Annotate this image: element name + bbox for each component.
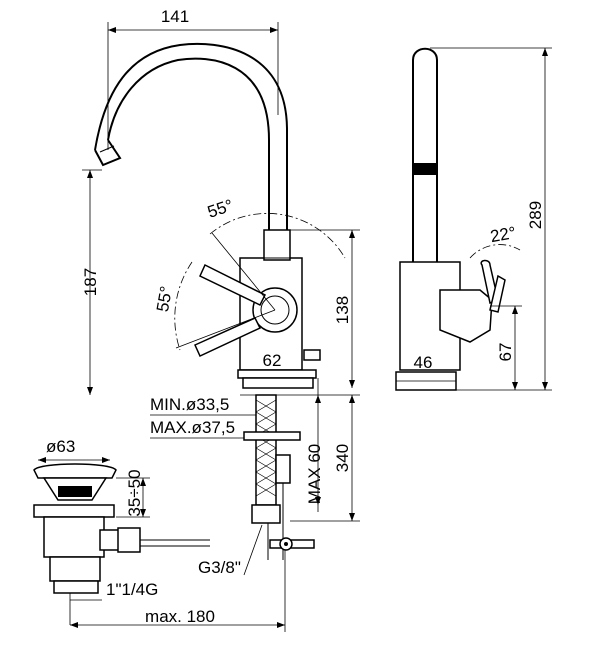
dim-187: 187: [81, 268, 100, 296]
drain-view: ø63 35÷50 1"1/4G ma: [33, 437, 286, 632]
dim-angle-left: 55°: [153, 285, 176, 314]
dim-67: 67: [496, 343, 515, 362]
dim-340: 340: [333, 444, 352, 472]
dim-g38: G3/8": [198, 558, 241, 577]
dim-62: 62: [263, 351, 282, 370]
dim-drain-range: 35÷50: [125, 469, 144, 516]
dim-max-hole: MAX.ø37,5: [150, 418, 235, 437]
dim-drain-thread: 1"1/4G: [106, 580, 158, 599]
dim-max-180: max. 180: [145, 607, 215, 626]
dim-46: 46: [414, 353, 433, 372]
dim-max-60: MAX 60: [305, 444, 324, 504]
dim-min-hole: MIN.ø33,5: [150, 395, 229, 414]
dim-289: 289: [526, 201, 545, 229]
side-view: 289 22° 67 46: [395, 47, 552, 391]
dim-22: 22°: [489, 223, 518, 246]
dim-138: 138: [333, 296, 352, 324]
dim-drain-diameter: ø63: [46, 437, 75, 456]
front-view: 141 187 55° 55°: [81, 7, 360, 577]
dim-angle-top: 55°: [205, 196, 235, 222]
dim-141: 141: [161, 7, 189, 26]
